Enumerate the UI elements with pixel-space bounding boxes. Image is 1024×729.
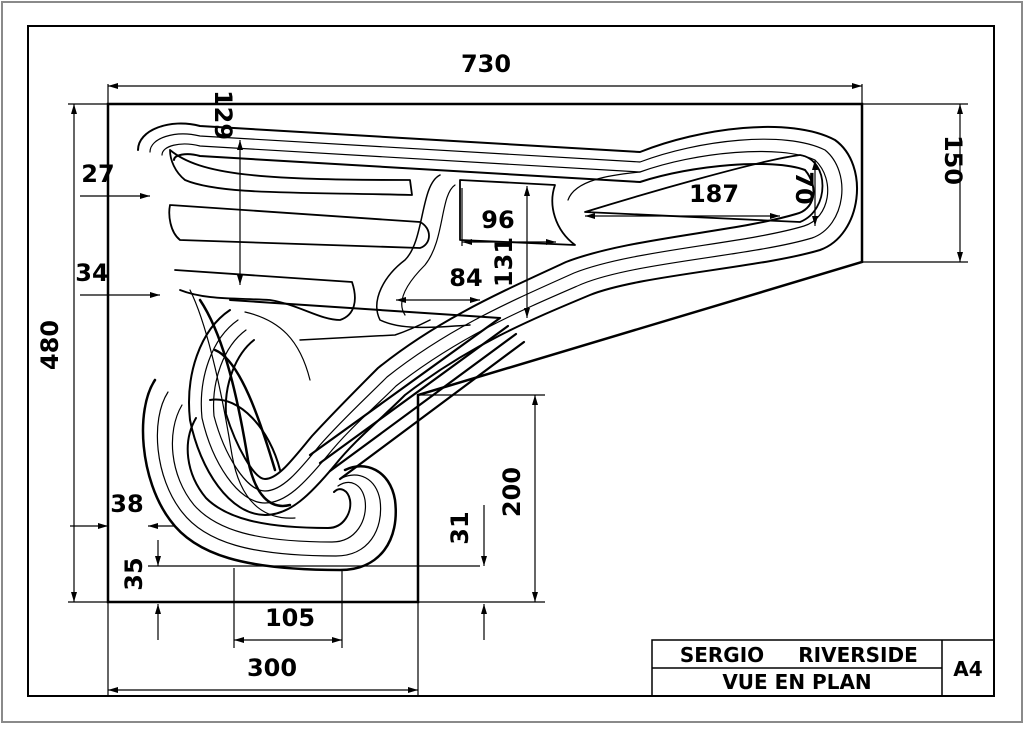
dim-200: 200	[498, 467, 526, 517]
dim-131: 131	[490, 237, 518, 287]
dim-top-inset: 129	[209, 90, 237, 140]
dim-38: 38	[110, 490, 143, 518]
drawing-frame	[27, 25, 995, 697]
dim-right-height: 150	[939, 135, 967, 185]
dim-105: 105	[265, 604, 315, 632]
title-format: A4	[953, 657, 982, 681]
title-project: RIVERSIDE	[798, 643, 918, 667]
title-block	[651, 639, 995, 697]
title-view: VUE EN PLAN	[722, 670, 871, 694]
dim-70: 70	[790, 171, 818, 204]
dim-31: 31	[446, 511, 474, 544]
dim-left-27: 27	[81, 160, 114, 188]
dim-96: 96	[481, 206, 514, 234]
dim-overall-height: 480	[36, 320, 64, 370]
dim-84: 84	[449, 264, 482, 292]
dim-187: 187	[689, 180, 739, 208]
title-author: SERGIO	[680, 643, 764, 667]
dim-300: 300	[247, 654, 297, 682]
dimension-lines	[68, 83, 968, 696]
dim-35: 35	[120, 557, 148, 590]
dim-overall-width: 730	[461, 50, 511, 78]
dim-left-34: 34	[75, 259, 108, 287]
